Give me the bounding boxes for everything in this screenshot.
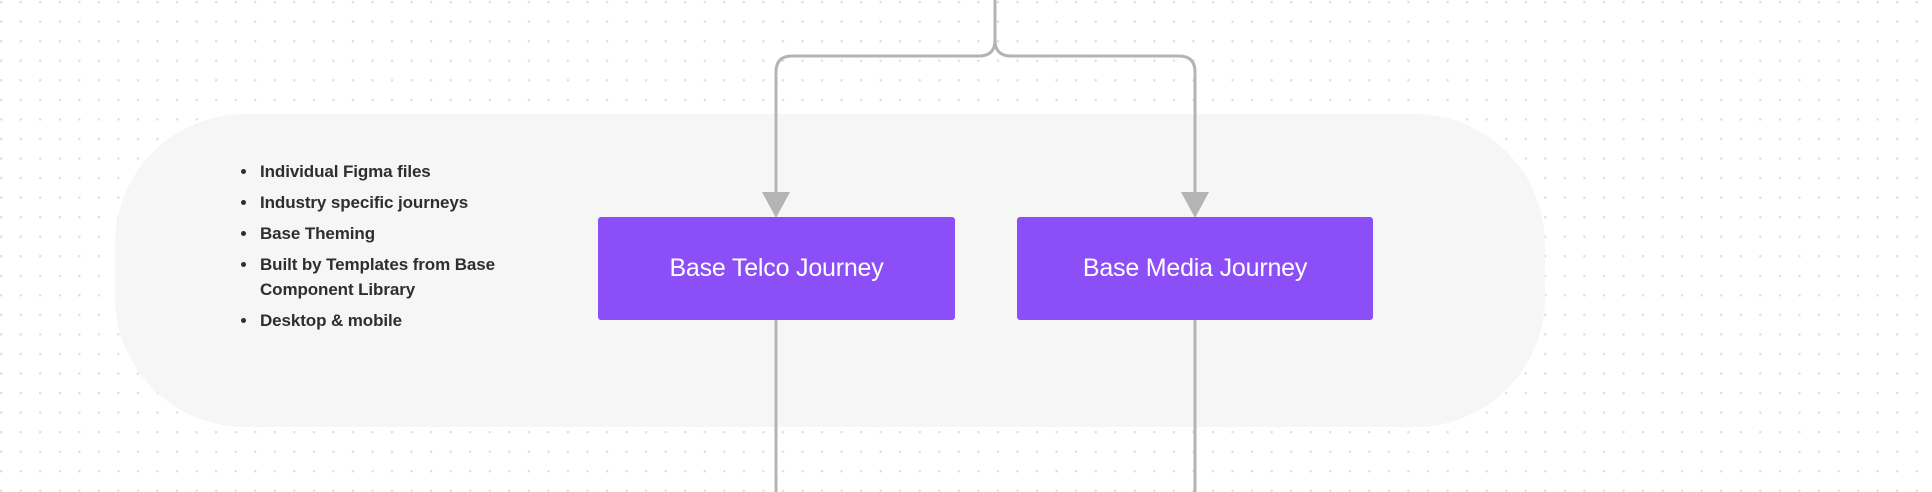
feature-list: Individual Figma files Industry specific… <box>238 160 568 340</box>
list-item-label: Built by Templates from Base Component L… <box>260 255 495 299</box>
bullet-dot-icon <box>241 200 246 206</box>
list-item: Built by Templates from Base Component L… <box>238 253 568 301</box>
list-item: Industry specific journeys <box>238 191 568 215</box>
list-item-label: Individual Figma files <box>260 162 431 181</box>
node-label: Base Media Journey <box>1082 254 1308 282</box>
list-item-label: Desktop & mobile <box>260 310 402 330</box>
bullet-dot-icon <box>241 231 246 237</box>
node-label: Base Telco Journey <box>669 254 884 282</box>
list-item: Base Theming <box>238 222 568 246</box>
node-base-telco-journey[interactable]: Base Telco Journey <box>598 217 955 320</box>
list-item: Individual Figma files <box>238 160 568 184</box>
bullet-dot-icon <box>241 169 246 174</box>
bullet-dot-icon <box>241 317 246 323</box>
list-item-label: Industry specific journeys <box>260 193 469 213</box>
bullet-dot-icon <box>241 262 246 268</box>
list-item: Desktop & mobile <box>238 309 568 333</box>
node-base-media-journey[interactable]: Base Media Journey <box>1017 217 1373 320</box>
list-item-label: Base Theming <box>260 224 375 244</box>
